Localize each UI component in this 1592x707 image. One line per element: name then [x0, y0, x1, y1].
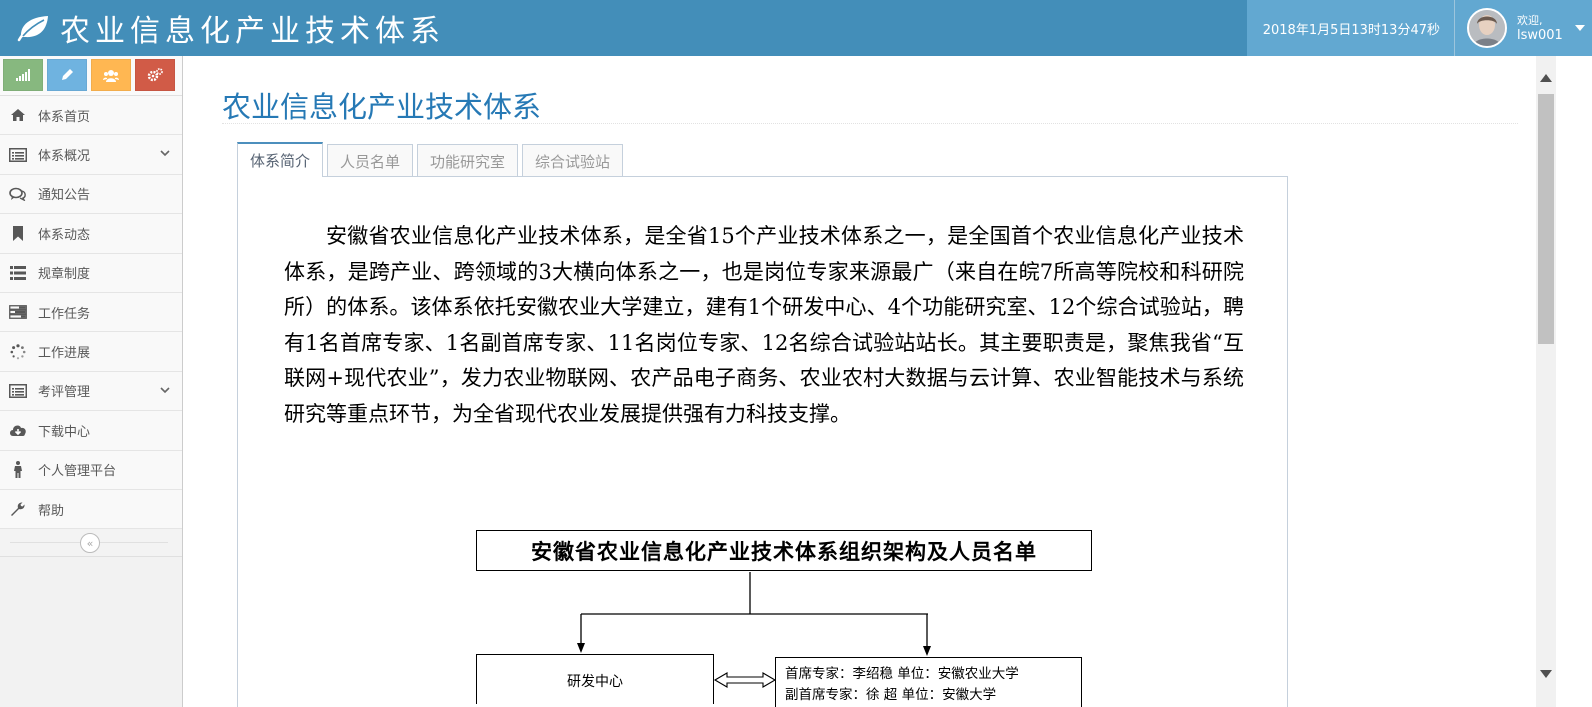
- tab-content-panel: 安徽省农业信息化产业技术体系，是全省15个产业技术体系之一，是全国首个农业信息化…: [237, 176, 1288, 707]
- signal-icon: [16, 69, 30, 81]
- org-chart-connectors: [577, 572, 931, 688]
- collapse-sidebar-button[interactable]: «: [80, 533, 100, 554]
- main-content: 农业信息化产业技术体系 体系简介 人员名单 功能研究室 综合试验站 安徽省农业信…: [184, 56, 1536, 707]
- sidebar-item-tasks[interactable]: 工作任务: [0, 292, 182, 333]
- page-header: 农业信息化产业技术体系: [222, 84, 1518, 124]
- clock: 2018年1月5日13时13分47秒: [1246, 0, 1455, 56]
- male-icon: [8, 461, 28, 479]
- org-deputy-expert-line: 副首席专家：徐 超 单位：安徽大学: [785, 687, 997, 703]
- bookmark-icon: [8, 225, 28, 241]
- cloud-download-icon: [8, 422, 28, 438]
- sidebar-item-label: 考评管理: [38, 385, 91, 401]
- tab-labs[interactable]: 功能研究室: [417, 144, 519, 177]
- sidebar-item-home[interactable]: 体系首页: [0, 96, 182, 136]
- sidebar: 体系首页 体系概况 通知公告 体系动态 规章制度: [0, 56, 183, 707]
- leaf-icon: [17, 16, 48, 42]
- tab-members[interactable]: 人员名单: [327, 144, 414, 177]
- users-icon: [103, 69, 119, 82]
- shortcut-pencil-button[interactable]: [47, 59, 87, 91]
- username: lsw001: [1517, 28, 1563, 43]
- org-rd-center-box: 研发中心: [476, 654, 714, 704]
- list-alt-icon: [8, 147, 28, 163]
- sidebar-item-label: 体系首页: [38, 109, 91, 125]
- tab-bar: 体系简介 人员名单 功能研究室 综合试验站: [237, 142, 627, 178]
- sidebar-item-label: 工作任务: [38, 306, 91, 322]
- intro-paragraph: 安徽省农业信息化产业技术体系，是全省15个产业技术体系之一，是全国首个农业信息化…: [284, 224, 1244, 426]
- top-navbar: 农业信息化产业技术体系 2018年1月5日13时13分47秒 欢迎, lsw00…: [0, 0, 1592, 56]
- sidebar-item-label: 规章制度: [38, 267, 91, 283]
- sidebar-item-label: 通知公告: [38, 188, 91, 204]
- avatar: [1467, 8, 1507, 48]
- sidebar-item-regulations[interactable]: 规章制度: [0, 253, 182, 293]
- sidebar-item-label: 工作进展: [38, 346, 91, 362]
- right-gutter: [1556, 56, 1592, 707]
- shortcut-users-button[interactable]: [91, 59, 131, 91]
- sidebar-item-label: 帮助: [38, 503, 65, 519]
- sidebar-menu: 体系首页 体系概况 通知公告 体系动态 规章制度: [0, 96, 182, 530]
- spinner-icon: [8, 343, 28, 360]
- sidebar-item-evaluation[interactable]: 考评管理: [0, 371, 182, 412]
- sidebar-item-personal[interactable]: 个人管理平台: [0, 450, 182, 490]
- shortcut-cogs-button[interactable]: [135, 59, 175, 91]
- wrench-icon: [8, 501, 28, 517]
- sidebar-shortcuts: [0, 56, 182, 96]
- list-icon: [8, 265, 28, 281]
- org-chief-expert-line: 首席专家：李绍稳 单位：安徽农业大学: [785, 666, 1019, 682]
- tab-intro[interactable]: 体系简介: [237, 142, 324, 177]
- sidebar-item-label: 体系概况: [38, 149, 91, 165]
- scroll-down-arrow-icon[interactable]: [1540, 670, 1552, 678]
- org-chart: 安徽省农业信息化产业技术体系组织架构及人员名单 研发中心 首席专家：李绍稳 单位…: [238, 177, 1289, 707]
- user-photo-icon: [1469, 10, 1505, 46]
- sidebar-item-progress[interactable]: 工作进展: [0, 332, 182, 372]
- org-chart-title: 安徽省农业信息化产业技术体系组织架构及人员名单: [476, 530, 1092, 571]
- home-icon: [8, 107, 28, 123]
- scroll-up-arrow-icon[interactable]: [1540, 74, 1552, 82]
- list-alt-icon: [8, 383, 28, 399]
- caret-down-icon[interactable]: [1574, 25, 1585, 31]
- sidebar-item-label: 下载中心: [38, 424, 91, 440]
- scrollbar-thumb[interactable]: [1538, 94, 1554, 344]
- sidebar-item-help[interactable]: 帮助: [0, 489, 182, 530]
- double-chevron-left-icon: «: [86, 536, 94, 550]
- sidebar-collapse: «: [0, 529, 182, 558]
- cogs-icon: [147, 68, 163, 82]
- welcome-text: 欢迎,: [1517, 14, 1543, 27]
- navbar-right: 2018年1月5日13时13分47秒 欢迎, lsw001: [1246, 0, 1592, 56]
- sidebar-item-label: 个人管理平台: [38, 464, 117, 480]
- sidebar-item-overview[interactable]: 体系概况: [0, 135, 182, 175]
- user-menu[interactable]: 欢迎, lsw001: [1455, 0, 1592, 56]
- vertical-scrollbar[interactable]: [1536, 56, 1556, 707]
- page-title: 农业信息化产业技术体系: [222, 90, 542, 124]
- tasks-icon: [8, 304, 28, 320]
- brand-title: 农业信息化产业技术体系: [60, 14, 445, 49]
- user-text: 欢迎, lsw001: [1517, 13, 1563, 43]
- comments-icon: [8, 186, 28, 202]
- chevron-down-icon: [160, 150, 170, 157]
- sidebar-item-notices[interactable]: 通知公告: [0, 174, 182, 215]
- pencil-icon: [62, 69, 73, 80]
- sidebar-item-downloads[interactable]: 下载中心: [0, 411, 182, 451]
- org-chief-experts-box: 首席专家：李绍稳 单位：安徽农业大学 副首席专家：徐 超 单位：安徽大学: [775, 657, 1082, 707]
- chevron-down-icon: [160, 387, 170, 393]
- tab-stations[interactable]: 综合试验站: [522, 144, 624, 177]
- sidebar-item-news[interactable]: 体系动态: [0, 214, 182, 254]
- sidebar-item-label: 体系动态: [38, 227, 91, 243]
- brand[interactable]: 农业信息化产业技术体系: [16, 6, 445, 50]
- shortcut-signal-button[interactable]: [3, 59, 43, 91]
